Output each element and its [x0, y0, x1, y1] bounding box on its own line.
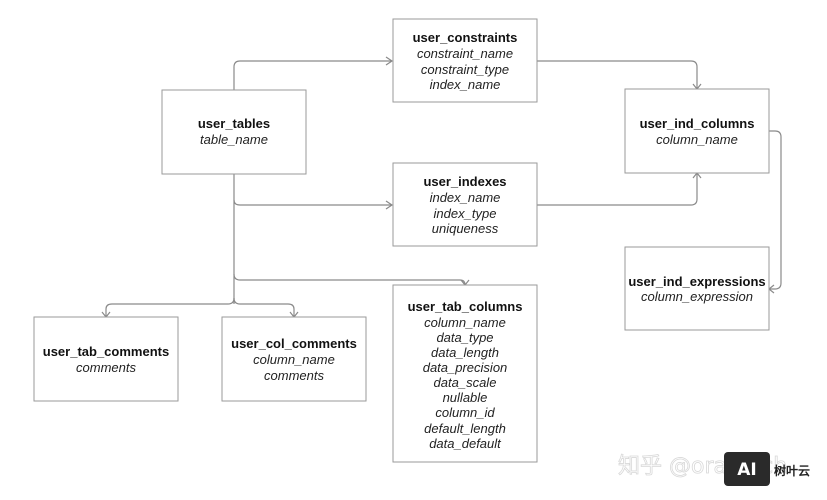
table-field: data_length: [431, 345, 499, 360]
edge-constraints-to-ind-columns: [537, 60, 698, 89]
table-user-constraints: user_constraints constraint_name constra…: [392, 18, 538, 103]
table-user-ind-columns: user_ind_columns column_name: [624, 88, 770, 174]
table-field: default_length: [424, 421, 506, 436]
edge-ind-columns-to-ind-expressions: [769, 130, 782, 290]
table-user-ind-expressions: user_ind_expressions column_expression: [624, 246, 770, 331]
table-box: [624, 246, 770, 331]
table-field: column_id: [435, 405, 495, 420]
watermark: 知乎 @oracatch AI 树叶云: [618, 452, 810, 486]
table-field: index_name: [430, 77, 501, 92]
table-field: column_expression: [641, 289, 753, 304]
edge-tables-to-indexes: [233, 199, 392, 206]
edge-tables-to-tab-comments: [105, 297, 235, 317]
table-title: user_tab_comments: [43, 344, 169, 359]
table-field: uniqueness: [432, 221, 499, 236]
table-box: [624, 88, 770, 174]
table-user-tab-comments: user_tab_comments comments: [33, 316, 179, 402]
table-field: index_type: [434, 206, 497, 221]
table-field: index_name: [430, 190, 501, 205]
table-field: nullable: [443, 390, 488, 405]
table-user-tab-columns: user_tab_columns column_name data_type d…: [392, 284, 538, 463]
table-title: user_tables: [198, 116, 270, 131]
table-box: [392, 18, 538, 103]
edge-tables-to-tab-columns: [233, 273, 466, 286]
table-field: comments: [76, 360, 136, 375]
edge-indexes-to-ind-columns: [537, 173, 698, 206]
table-box: [392, 162, 538, 247]
arrowhead-indexes: [385, 200, 394, 210]
table-field: data_default: [429, 436, 502, 451]
table-box: [33, 316, 179, 402]
table-user-col-comments: user_col_comments column_name comments: [221, 316, 367, 402]
table-field: constraint_name: [417, 46, 513, 61]
table-box: [392, 284, 538, 463]
table-field: data_type: [436, 330, 493, 345]
edge-tables-to-constraints: [233, 60, 392, 90]
table-field: column_name: [424, 315, 506, 330]
table-field: column_name: [656, 132, 738, 147]
table-title: user_ind_expressions: [628, 274, 765, 289]
table-title: user_ind_columns: [640, 116, 755, 131]
logo-badge-icon: [724, 452, 770, 486]
table-title: user_tab_columns: [408, 299, 523, 314]
table-box: [221, 316, 367, 402]
table-user-indexes: user_indexes index_name index_type uniqu…: [392, 162, 538, 247]
table-field: constraint_type: [421, 62, 509, 77]
table-user-tables: user_tables table_name: [161, 89, 307, 175]
edge-tables-to-col-comments: [233, 297, 295, 317]
table-field: column_name: [253, 352, 335, 367]
table-field: data_scale: [434, 375, 497, 390]
table-box: [161, 89, 307, 175]
table-field: comments: [264, 368, 324, 383]
logo-name: 树叶云: [774, 463, 810, 478]
logo-badge-text: AI: [737, 460, 756, 480]
table-field: table_name: [200, 132, 268, 147]
table-title: user_indexes: [423, 174, 506, 189]
table-field: data_precision: [423, 360, 508, 375]
arrowhead-constraints: [385, 56, 394, 66]
table-title: user_constraints: [413, 30, 518, 45]
table-title: user_col_comments: [231, 336, 357, 351]
